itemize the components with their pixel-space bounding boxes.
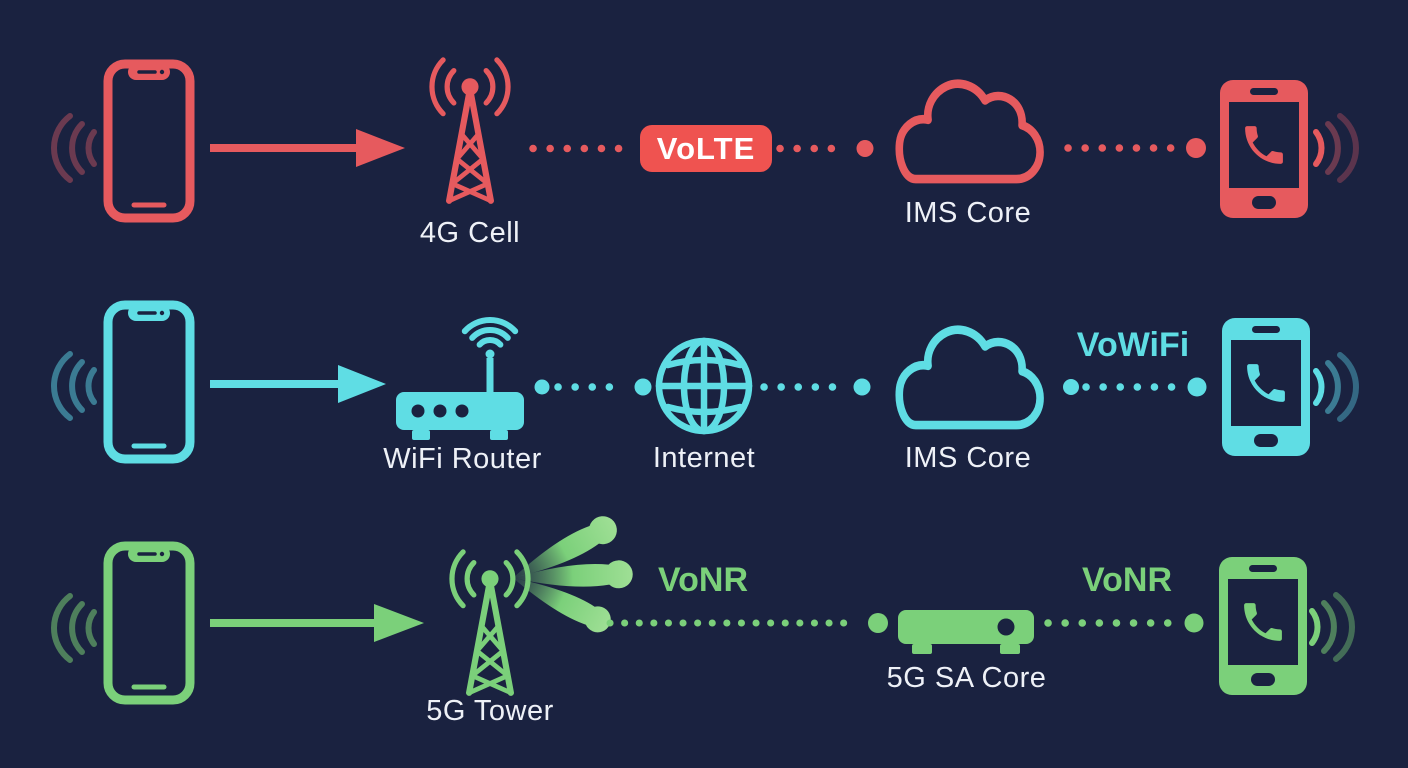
arrow-right-icon	[208, 126, 408, 170]
dotted-link	[1060, 137, 1210, 159]
tech-label-vonr-right: VoNR	[1081, 561, 1173, 599]
cell-tower-icon	[413, 57, 527, 204]
phone-call-icon	[1222, 318, 1310, 456]
cell-tower-icon	[433, 549, 547, 696]
signal-waves-icon	[1312, 349, 1359, 425]
dotted-link	[1042, 613, 1208, 633]
cloud-icon	[874, 325, 1060, 438]
server-icon	[898, 608, 1034, 660]
globe-icon	[652, 334, 756, 438]
signal-waves-icon	[46, 590, 98, 666]
tech-label-vowifi: VoWiFi	[1076, 326, 1190, 364]
dotted-link	[1062, 377, 1208, 397]
dotted-link	[776, 139, 878, 158]
dotted-link	[532, 377, 654, 397]
volte-badge: VoLTE	[640, 125, 772, 172]
core-label: IMS Core	[904, 197, 1032, 229]
tech-label-vonr-left: VoNR	[657, 561, 749, 599]
access-label: WiFi Router	[383, 443, 542, 475]
smartphone-icon	[103, 300, 195, 464]
arrow-right-icon	[208, 362, 388, 406]
phone-call-icon	[1220, 80, 1308, 218]
wifi-router-icon	[390, 314, 530, 440]
signal-waves-icon	[46, 110, 98, 186]
core-label: 5G SA Core	[886, 662, 1047, 694]
access-label: 4G Cell	[419, 217, 521, 249]
dotted-link	[604, 612, 900, 634]
signal-waves-icon	[46, 348, 98, 424]
smartphone-icon	[103, 541, 195, 705]
signal-waves-icon	[1308, 589, 1355, 665]
dotted-link	[758, 377, 874, 397]
core-label: IMS Core	[904, 442, 1032, 474]
cloud-icon	[874, 79, 1060, 192]
dotted-link	[528, 140, 630, 157]
signal-waves-icon	[1312, 110, 1359, 186]
smartphone-icon	[103, 59, 195, 223]
access-label: 5G Tower	[426, 695, 554, 727]
radio-beam-icon	[505, 500, 675, 660]
internet-label: Internet	[652, 442, 756, 474]
phone-call-icon	[1219, 557, 1307, 695]
arrow-right-icon	[208, 601, 426, 645]
